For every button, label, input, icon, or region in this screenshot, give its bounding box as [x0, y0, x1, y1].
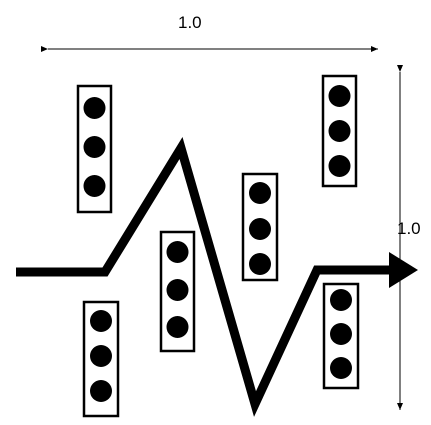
zigzag-path — [16, 136, 393, 417]
light-dot — [249, 182, 271, 204]
width-label: 1.0 — [178, 13, 202, 32]
light-dot — [166, 279, 189, 301]
light-dot — [90, 345, 112, 367]
light-dot — [328, 155, 351, 177]
light-module — [159, 230, 196, 353]
light-module — [321, 74, 358, 188]
light-dot — [83, 136, 106, 158]
light-dot — [166, 316, 189, 338]
light-dot — [249, 253, 271, 275]
light-dot — [90, 380, 112, 402]
light-module — [322, 282, 360, 390]
light-dot — [328, 85, 351, 107]
height-label: 1.0 — [397, 219, 421, 238]
path-arrowhead — [389, 252, 418, 288]
light-dot — [83, 175, 106, 197]
light-module — [76, 84, 113, 214]
light-dot — [83, 97, 106, 119]
light-module — [82, 300, 120, 418]
light-dot — [166, 241, 189, 263]
light-dot — [330, 357, 352, 379]
light-dot — [328, 120, 351, 142]
light-dot — [90, 310, 112, 332]
light-dot — [330, 323, 352, 345]
light-dot — [249, 218, 271, 240]
light-dot — [330, 289, 352, 311]
light-module — [241, 172, 279, 282]
